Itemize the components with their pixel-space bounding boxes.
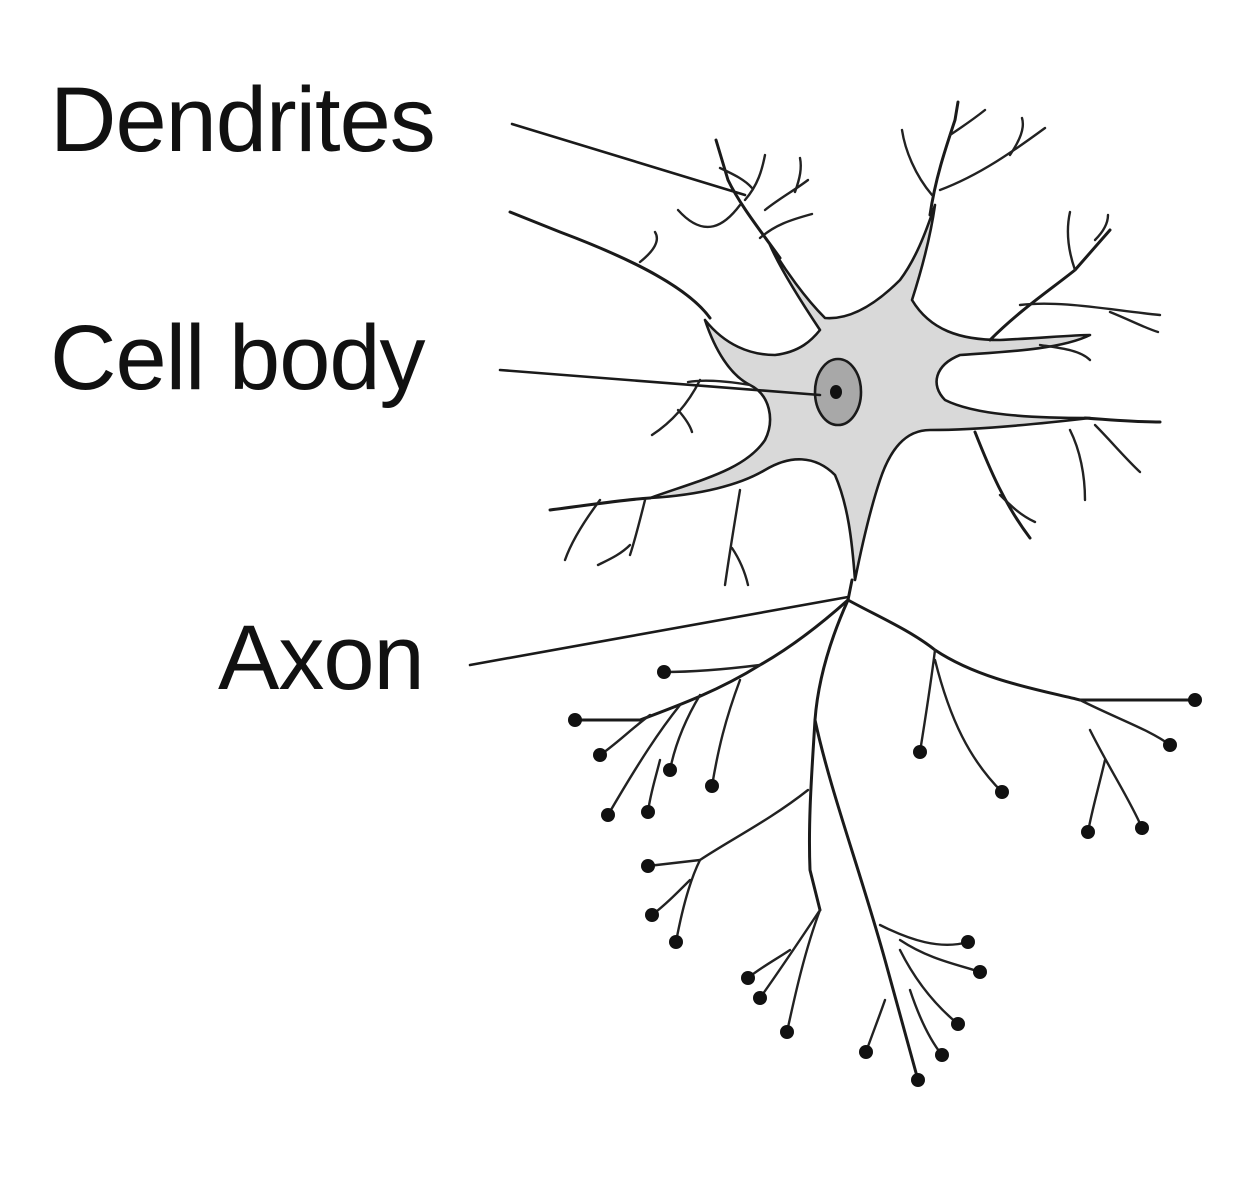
- dendrites-upper-right: [900, 100, 1047, 217]
- leader-axon: [468, 595, 850, 667]
- leader-cell-body: [498, 368, 822, 397]
- leader-dendrites: [510, 122, 747, 197]
- label-axon: Axon: [218, 607, 425, 709]
- cell-body-shape: [648, 203, 1092, 582]
- axon-tree: [573, 578, 1197, 1082]
- label-cell-body: Cell body: [50, 307, 426, 409]
- dendrites-right: [973, 210, 1162, 540]
- dendrites-lower-left: [548, 378, 752, 587]
- dendrites-upper-left: [508, 138, 814, 320]
- axon-terminals: [568, 665, 1202, 1087]
- label-dendrites: Dendrites: [50, 69, 436, 171]
- nucleolus: [830, 385, 842, 399]
